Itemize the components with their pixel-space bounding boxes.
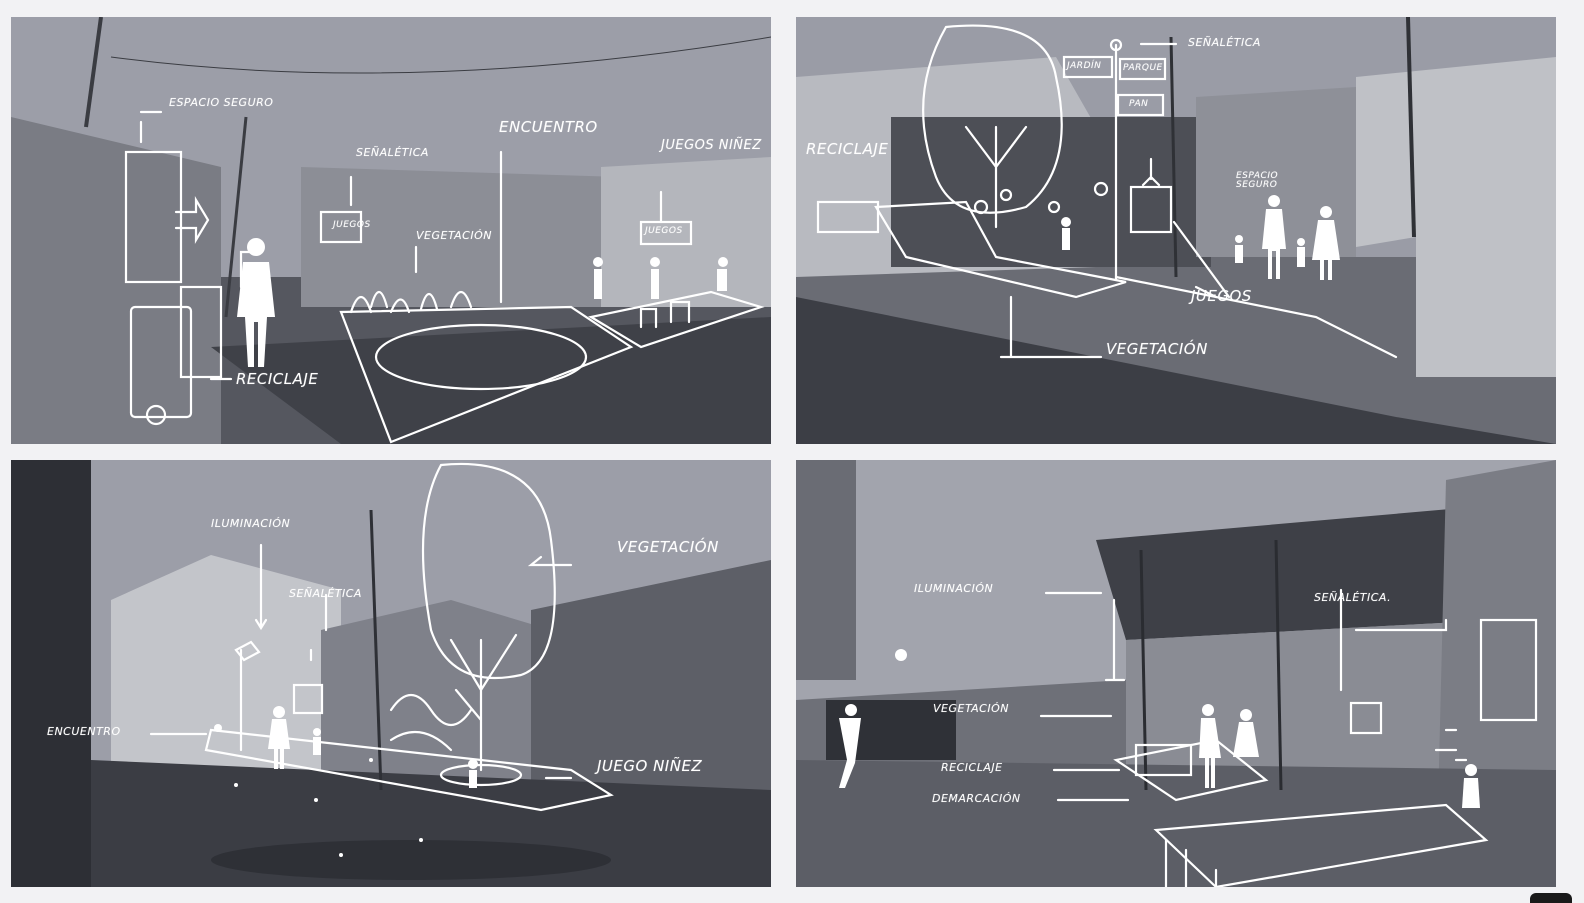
label-senaletica: SEÑALÉTICA xyxy=(289,587,362,600)
label-espacio-seguro: ESPACIO SEGURO xyxy=(1236,171,1279,190)
label-demarcacion: DEMARCACIÓN xyxy=(932,792,1021,805)
sign-jardin: JARDÍN xyxy=(1067,61,1102,71)
label-reciclaje: RECICLAJE xyxy=(806,140,889,158)
label-juegos: JUEGOS xyxy=(1191,287,1252,305)
street-photo-3 xyxy=(11,460,771,887)
sign-juegos-1: JUEGOS xyxy=(333,220,371,230)
sign-parque: PARQUE xyxy=(1123,63,1163,73)
sign-juegos-2: JUEGOS xyxy=(645,226,683,236)
label-senaletica: SEÑALÉTICA. xyxy=(1314,591,1392,604)
label-encuentro: ENCUENTRO xyxy=(499,118,598,136)
street-sketch-panel-2: SEÑALÉTICA RECICLAJE ESPACIO SEGURO JUEG… xyxy=(796,17,1556,444)
label-vegetacion: VEGETACIÓN xyxy=(416,229,492,242)
label-senaletica: SEÑALÉTICA xyxy=(356,146,429,159)
label-vegetacion: VEGETACIÓN xyxy=(933,702,1009,715)
label-vegetacion: VEGETACIÓN xyxy=(1106,340,1208,358)
label-reciclaje: RECICLAJE xyxy=(941,761,1003,774)
street-sketch-panel-4: ILUMINACIÓN SEÑALÉTICA. VEGETACIÓN RECIC… xyxy=(796,460,1556,887)
label-vegetacion: VEGETACIÓN xyxy=(617,538,719,556)
label-reciclaje: RECICLAJE xyxy=(236,370,319,388)
label-juego-ninez: JUEGO NIÑEZ xyxy=(597,757,703,775)
corner-badge xyxy=(1530,893,1572,903)
sign-pan: PAN xyxy=(1129,99,1149,109)
street-sketch-panel-3: ILUMINACIÓN SEÑALÉTICA VEGETACIÓN ENCUEN… xyxy=(11,460,771,887)
label-senaletica: SEÑALÉTICA xyxy=(1188,36,1261,49)
street-photo-2 xyxy=(796,17,1556,444)
label-iluminacion: ILUMINACIÓN xyxy=(914,582,994,595)
street-photo-1 xyxy=(11,17,771,444)
label-juegos-ninez: JUEGOS NIÑEZ xyxy=(661,138,762,153)
label-espacio-seguro: ESPACIO SEGURO xyxy=(169,96,274,109)
label-iluminacion: ILUMINACIÓN xyxy=(211,517,291,530)
street-photo-4 xyxy=(796,460,1556,887)
label-encuentro: ENCUENTRO xyxy=(47,725,121,738)
street-sketch-panel-1: ESPACIO SEGURO SEÑALÉTICA ENCUENTRO JUEG… xyxy=(11,17,771,444)
